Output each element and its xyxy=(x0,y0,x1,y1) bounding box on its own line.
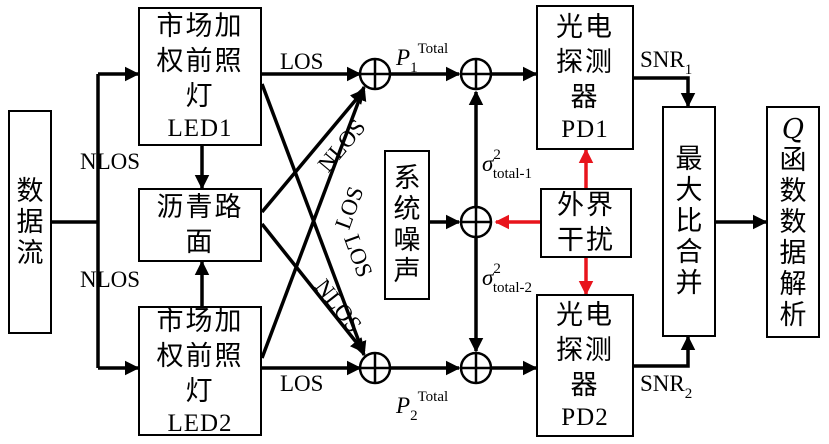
p2-total-label: P2Total xyxy=(396,389,449,424)
led1-label: 市场加 权前照 灯 xyxy=(156,11,244,112)
pd1-block: 光电 探测 器 PD1 xyxy=(536,5,634,150)
arrow-road-nlos-up xyxy=(260,88,366,214)
sigma-total-1-label: σ2total-1 xyxy=(482,147,532,182)
data-stream-label: 数据流 xyxy=(16,175,44,269)
pd2-id: PD2 xyxy=(561,404,609,431)
q-function-block: Q函数数据解析 xyxy=(766,106,820,338)
arrow-snr1 xyxy=(634,76,696,108)
led2-label: 市场加 权前照 灯 xyxy=(156,305,244,407)
road-block: 沥青路 面 xyxy=(138,188,262,262)
q-function-label: Q函数数据解析 xyxy=(778,114,808,331)
q-symbol: Q xyxy=(781,113,805,145)
sum-junction-1 xyxy=(358,57,392,91)
sum-junction-noise xyxy=(459,205,493,239)
pd2-label: 光电 探测 器 xyxy=(556,300,614,401)
mrc-label: 最大比合并 xyxy=(675,144,703,299)
nlos-label-led1: NLOS xyxy=(80,149,141,174)
sum-junction-3 xyxy=(358,351,392,385)
pd1-id: PD1 xyxy=(561,116,609,143)
los-label-bottom: LOS xyxy=(280,371,324,396)
led2-block: 市场加 权前照 灯 LED2 xyxy=(138,305,262,437)
arrow-snr2 xyxy=(634,335,696,368)
los-label-top: LOS xyxy=(280,49,324,74)
system-noise-label: 系统噪声 xyxy=(393,163,421,287)
snr2-label: SNR2 xyxy=(640,371,693,403)
data-stream-block: 数据流 xyxy=(8,110,52,334)
p1-total-label: P1Total xyxy=(396,41,449,76)
arrow-road-nlos-down xyxy=(260,222,366,354)
road-label: 沥青路 面 xyxy=(156,192,244,258)
sum-junction-4 xyxy=(459,351,493,385)
interference-label: 外界 干扰 xyxy=(557,190,615,256)
led1-id: LED1 xyxy=(167,115,233,142)
interference-block: 外界 干扰 xyxy=(540,188,632,258)
pd1-label: 光电 探测 器 xyxy=(556,12,614,113)
led2-id: LED2 xyxy=(167,409,233,437)
sigma-total-2-label: σ2total-2 xyxy=(482,261,532,296)
system-noise-block: 系统噪声 xyxy=(384,150,430,300)
led1-block: 市场加 权前照 灯 LED1 xyxy=(138,7,262,146)
arrow-led2-cross-los xyxy=(260,85,367,359)
nlos-label-led2: NLOS xyxy=(80,267,141,292)
q-text: 函数数据解析 xyxy=(779,144,807,331)
sum-junction-2 xyxy=(459,57,493,91)
snr1-label: SNR1 xyxy=(640,47,693,79)
mrc-block: 最大比合并 xyxy=(662,106,716,337)
pd2-block: 光电 探测 器 PD2 xyxy=(536,294,634,437)
